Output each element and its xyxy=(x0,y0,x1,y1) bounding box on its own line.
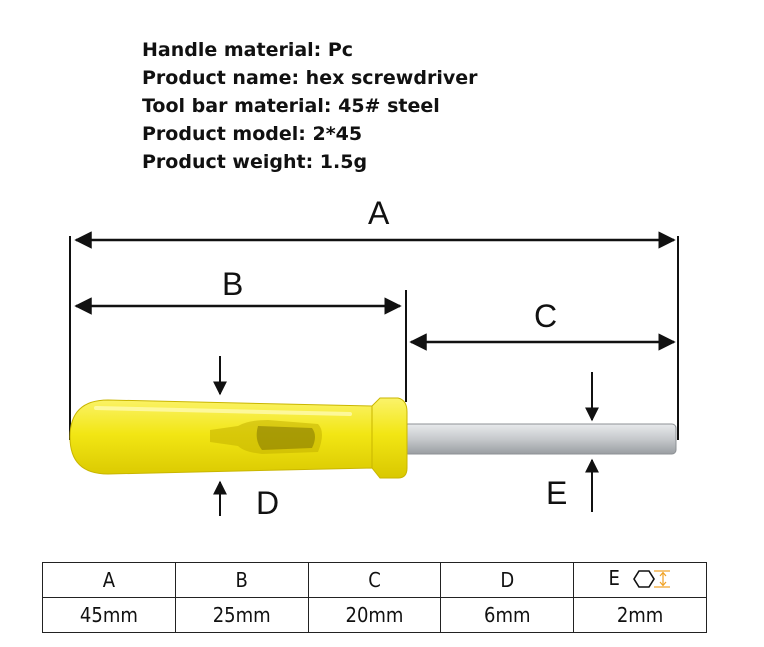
table-header-cell: C xyxy=(307,562,442,598)
header-c: C xyxy=(368,568,381,592)
spec-product-name: Product name: hex screwdriver xyxy=(142,67,478,89)
spec-list: Handle material: Pc Product name: hex sc… xyxy=(142,36,477,176)
table-header-cell: E xyxy=(573,562,707,598)
dimension-label-e: E xyxy=(546,475,567,511)
screwdriver-shaft xyxy=(403,423,677,455)
spec-product-weight: Product weight: 1.5g xyxy=(142,151,368,173)
table-header-cell: D xyxy=(440,562,575,598)
dimension-label-a: A xyxy=(368,195,390,231)
table-cell-e: 2mm xyxy=(573,597,707,633)
dimension-label-d: D xyxy=(256,485,279,521)
header-d: D xyxy=(500,568,515,592)
hex-size-icon xyxy=(632,569,672,594)
header-b: B xyxy=(235,568,248,592)
header-a: A xyxy=(102,568,116,592)
table-cell-b: 25mm xyxy=(174,597,309,633)
table-row: 45mm 25mm 20mm 6mm 2mm xyxy=(42,597,707,633)
screwdriver-handle xyxy=(69,397,408,479)
table-cell-d: 6mm xyxy=(440,597,575,633)
table-header-cell: A xyxy=(42,562,176,598)
table-header-row: A B C D E xyxy=(42,562,707,598)
spec-product-model: Product model: 2*45 xyxy=(142,123,363,145)
dimension-label-b: B xyxy=(222,266,243,302)
dimension-table: A B C D E 45mm 25mm 20mm 6mm 2mm xyxy=(42,562,707,633)
table-cell-a: 45mm xyxy=(42,597,176,633)
dimension-label-c: C xyxy=(534,298,557,334)
spec-handle-material: Handle material: Pc xyxy=(142,39,354,61)
table-header-cell: B xyxy=(174,562,309,598)
table-cell-c: 20mm xyxy=(307,597,442,633)
spec-tool-bar-material: Tool bar material: 45# steel xyxy=(142,95,440,117)
screwdriver-diagram: A B C D E xyxy=(69,195,679,521)
header-e: E xyxy=(608,566,620,590)
